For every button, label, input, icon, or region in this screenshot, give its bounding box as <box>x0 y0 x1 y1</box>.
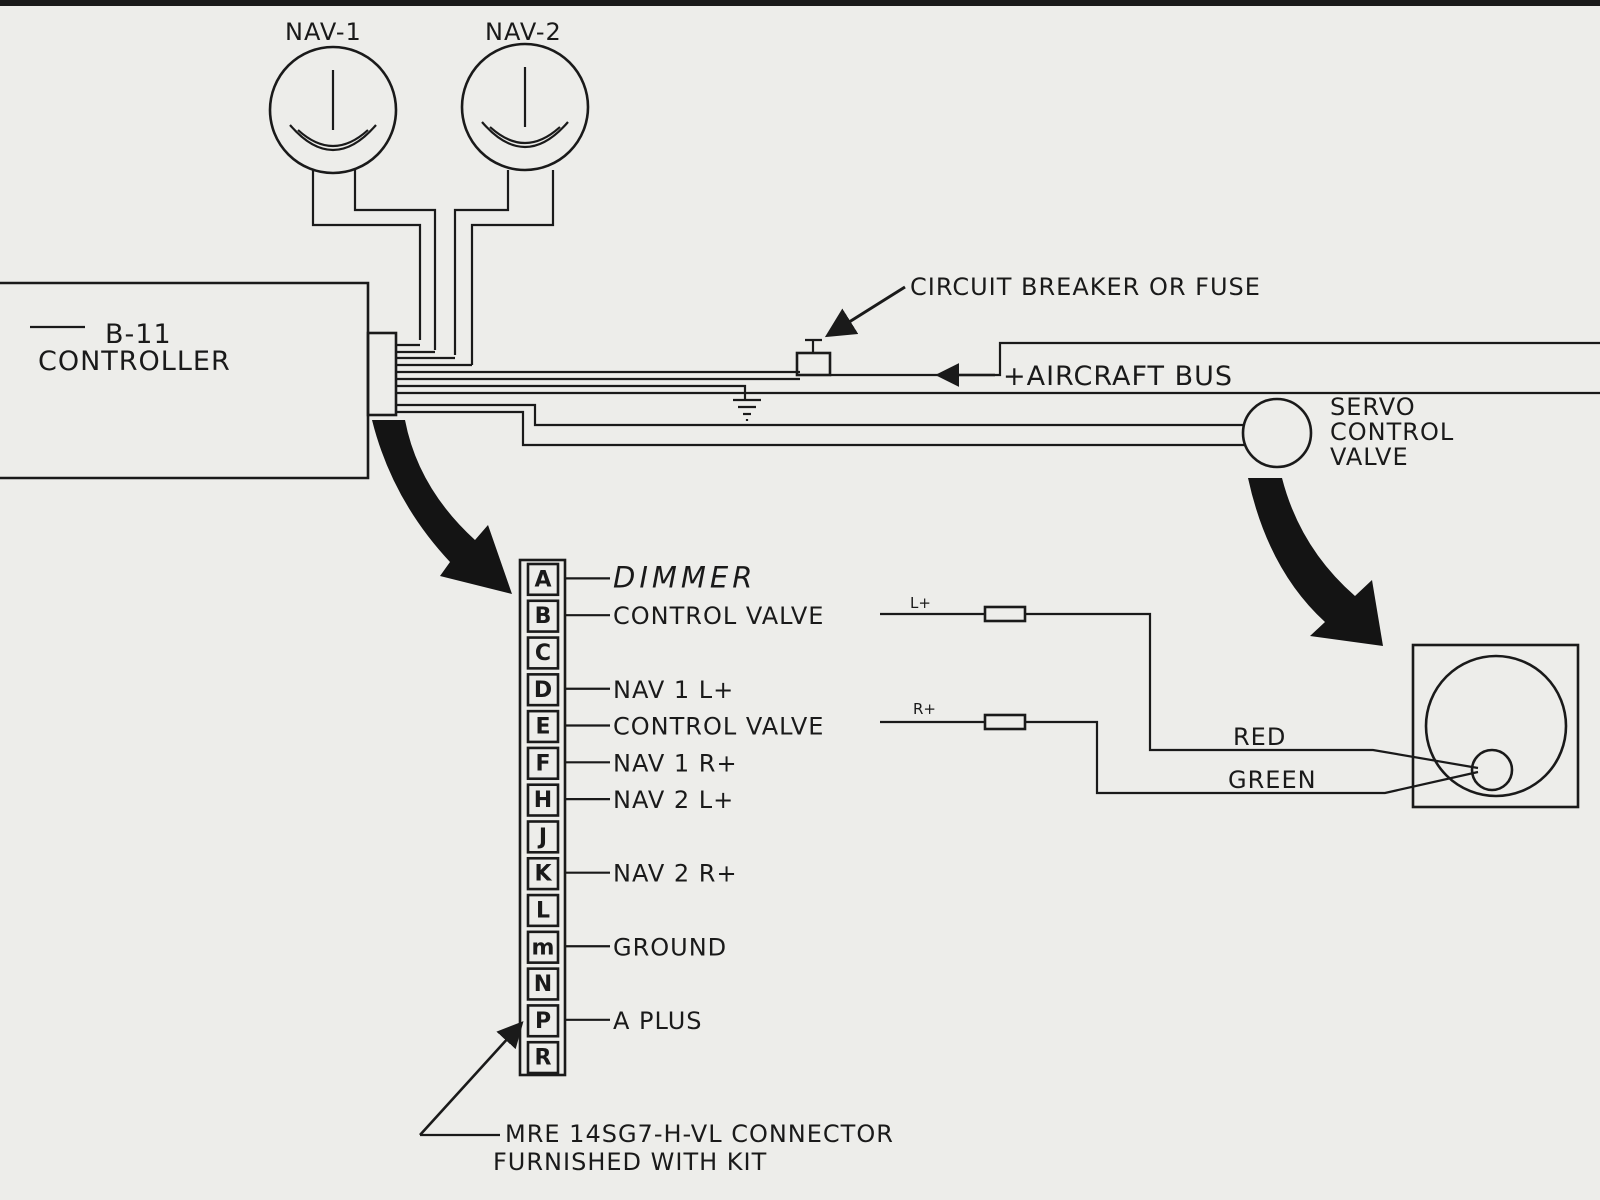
ground-symbol <box>733 398 761 421</box>
servo-label-line1: SERVO <box>1330 393 1416 421</box>
connector-pin-letter: R <box>535 1046 552 1071</box>
connector-pin-function: CONTROL VALVE <box>613 602 824 630</box>
connector-pin-letter: B <box>535 604 552 629</box>
connector-pin-function: DIMMER <box>613 560 756 594</box>
nav2-label: NAV-2 <box>485 18 562 46</box>
controller-to-connector-arrow <box>372 420 512 594</box>
nav2-indicator <box>460 42 590 172</box>
connector-pin-function: NAV 2 R+ <box>613 860 738 888</box>
connector-pin-cell <box>526 636 560 670</box>
servo-valve-symbol <box>1241 397 1313 469</box>
connector-pin-function: A PLUS <box>613 1007 703 1035</box>
connector-pin-letter: F <box>535 751 550 776</box>
servo-unit <box>1411 643 1580 809</box>
connector-pin-letter: N <box>534 972 552 997</box>
nav-wires <box>311 170 555 367</box>
breaker-label: CIRCUIT BREAKER OR FUSE <box>910 273 1261 301</box>
wire-red-label: RED <box>1233 723 1286 751</box>
wire-r-plus-label: R+ <box>913 700 936 718</box>
connector-pin-letter: A <box>534 567 551 592</box>
wire-l-plus-label: L+ <box>910 594 931 612</box>
servo-wires <box>880 605 1479 795</box>
top-edge <box>0 0 1600 6</box>
connector-pin-cell <box>526 856 560 891</box>
connector-pin-letter: C <box>535 641 551 666</box>
connector-pin-function: GROUND <box>613 933 727 961</box>
connector-pin-cell <box>526 562 560 597</box>
bus-label: +AIRCRAFT BUS <box>1003 361 1233 392</box>
connector-pin-cell <box>526 599 560 633</box>
connector-pin-letter: m <box>532 935 555 960</box>
connector-pin-function: NAV 1 L+ <box>613 676 734 704</box>
connector-pin-cell <box>526 893 560 928</box>
connector-pin-letter: H <box>534 788 552 813</box>
circuit-breaker-symbol <box>795 338 1600 377</box>
connector-pin-letter: L <box>536 898 550 923</box>
connector-pin-function: CONTROL VALVE <box>613 713 824 741</box>
connector-label-line2: FURNISHED WITH KIT <box>493 1148 767 1176</box>
servo-label-line2: CONTROL <box>1330 418 1454 446</box>
nav1-indicator <box>268 45 398 175</box>
b11-controller <box>0 281 398 480</box>
connector-pin-cell <box>526 746 560 781</box>
connector-pin-letter: E <box>535 715 550 740</box>
wire-green-label: GREEN <box>1228 766 1317 794</box>
connector-pin-letter: J <box>537 825 547 850</box>
nav1-label: NAV-1 <box>285 18 362 46</box>
connector-pin-cell <box>526 820 560 854</box>
connector-pin-function: NAV 2 L+ <box>613 786 734 814</box>
controller-label-line1: B-11 <box>105 319 172 350</box>
connector-pin-cell <box>526 673 560 707</box>
connector-pin-cell <box>526 1004 560 1038</box>
servo-label-line3: VALVE <box>1330 443 1409 471</box>
connector-pin-letter: P <box>535 1009 551 1034</box>
controller-label-line2: CONTROLLER <box>38 346 231 377</box>
connector-pin-letter: K <box>534 862 552 887</box>
connector-pin-cell <box>526 967 560 1001</box>
valve-to-servo-arrow <box>1248 478 1383 646</box>
connector-pin-letter: D <box>534 678 552 703</box>
breaker-pointer <box>824 285 906 338</box>
connector-pin-cell <box>526 930 560 964</box>
connector-label-line1: MRE 14SG7-H-VL CONNECTOR <box>505 1120 894 1148</box>
connector-pointer <box>419 1021 524 1136</box>
connector-pin-function: NAV 1 R+ <box>613 749 738 777</box>
connector-pin-cell <box>526 1040 560 1075</box>
connector-pin-cell <box>526 783 560 817</box>
connector-pin-cell <box>526 709 560 744</box>
harness-wires <box>396 370 1600 447</box>
